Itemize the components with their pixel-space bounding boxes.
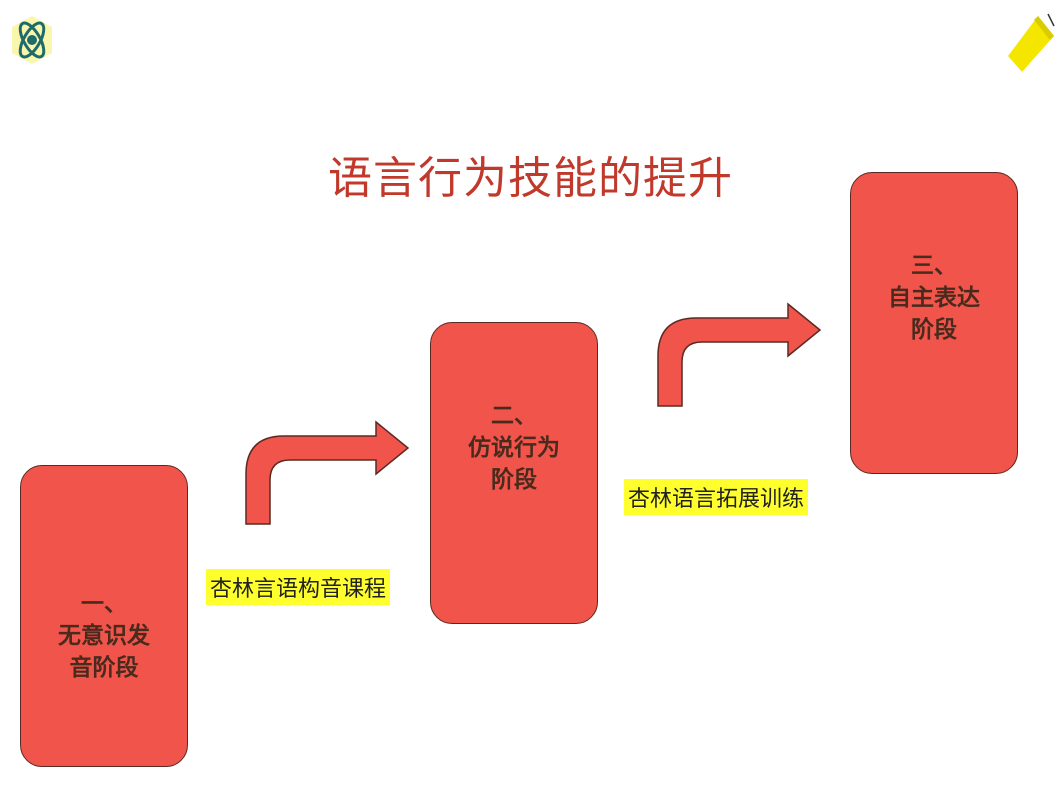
yellow-pencil-mark-icon: [1008, 13, 1055, 72]
stage-box-3: 三、 自主表达 阶段: [850, 172, 1018, 474]
stage-label-line: 无意识发: [58, 623, 150, 649]
step-up-arrow-1: [245, 420, 410, 525]
stage-label-line: 仿说行为: [468, 435, 560, 461]
stage-number: 一、: [81, 591, 127, 617]
step-up-arrow-2: [657, 302, 822, 407]
stage-number: 三、: [911, 253, 957, 279]
stage-label-line: 阶段: [911, 317, 957, 343]
stage-label-line: 自主表达: [888, 285, 980, 311]
stage-number: 二、: [491, 403, 537, 429]
transition-label-2: 杏林语言拓展训练: [624, 479, 809, 515]
transition-label-1: 杏林言语构音课程: [206, 569, 391, 605]
atom-logo-icon: [12, 16, 52, 64]
stage-box-2: 二、 仿说行为 阶段: [430, 322, 598, 624]
stage-label-line: 音阶段: [69, 655, 139, 681]
stage-box-1: 一、 无意识发 音阶段: [20, 465, 188, 767]
stage-label-line: 阶段: [491, 467, 537, 493]
page-title: 语言行为技能的提升: [328, 153, 733, 204]
